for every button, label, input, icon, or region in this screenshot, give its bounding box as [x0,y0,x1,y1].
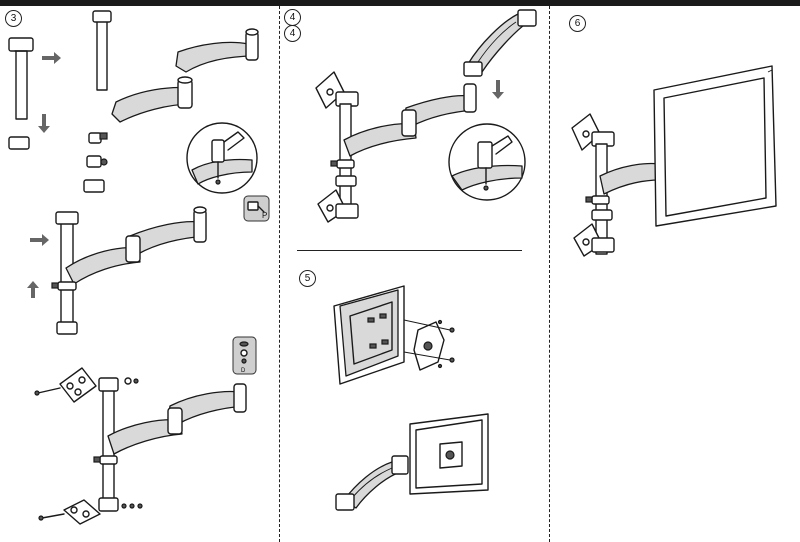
step4-wall-assembly [315,71,477,223]
step-number-5: 5 [299,270,316,287]
step3-wall-mount-assembly [34,367,247,525]
parts-icon-label: D [241,368,246,374]
step3-pole-with-clamp [8,37,34,150]
step-number-4b: 4 [284,25,301,42]
tool-icon: P [243,195,270,222]
step-number-6: 6 [569,15,586,32]
step-number-3: 3 [5,10,22,27]
parts-icon: D [232,336,257,375]
tool-icon-label: P [262,211,267,220]
magnifier-detail-circle [186,122,258,194]
up-arrow-icon [27,281,39,298]
down-arrow-icon [492,80,504,99]
step3-pole-with-arm [92,10,259,123]
top-border-bar [0,0,800,6]
step5-monitor-front [409,413,489,495]
step-divider-middle [297,250,522,251]
magnifier-detail-circle [448,123,526,201]
step3-assembled-arm [51,206,207,335]
panel-divider-right [549,6,550,542]
step6-mounted-monitor [571,65,777,257]
step4-gas-spring-arm [463,9,537,77]
vesa-plate [403,319,455,371]
down-arrow-icon [38,114,50,133]
step5-monitor-back [333,285,405,385]
right-arrow-icon [42,52,61,64]
panel-divider-left [279,6,280,542]
right-arrow-icon [30,234,49,246]
step5-arm-attaching [335,455,409,511]
step3-small-parts [83,132,108,193]
